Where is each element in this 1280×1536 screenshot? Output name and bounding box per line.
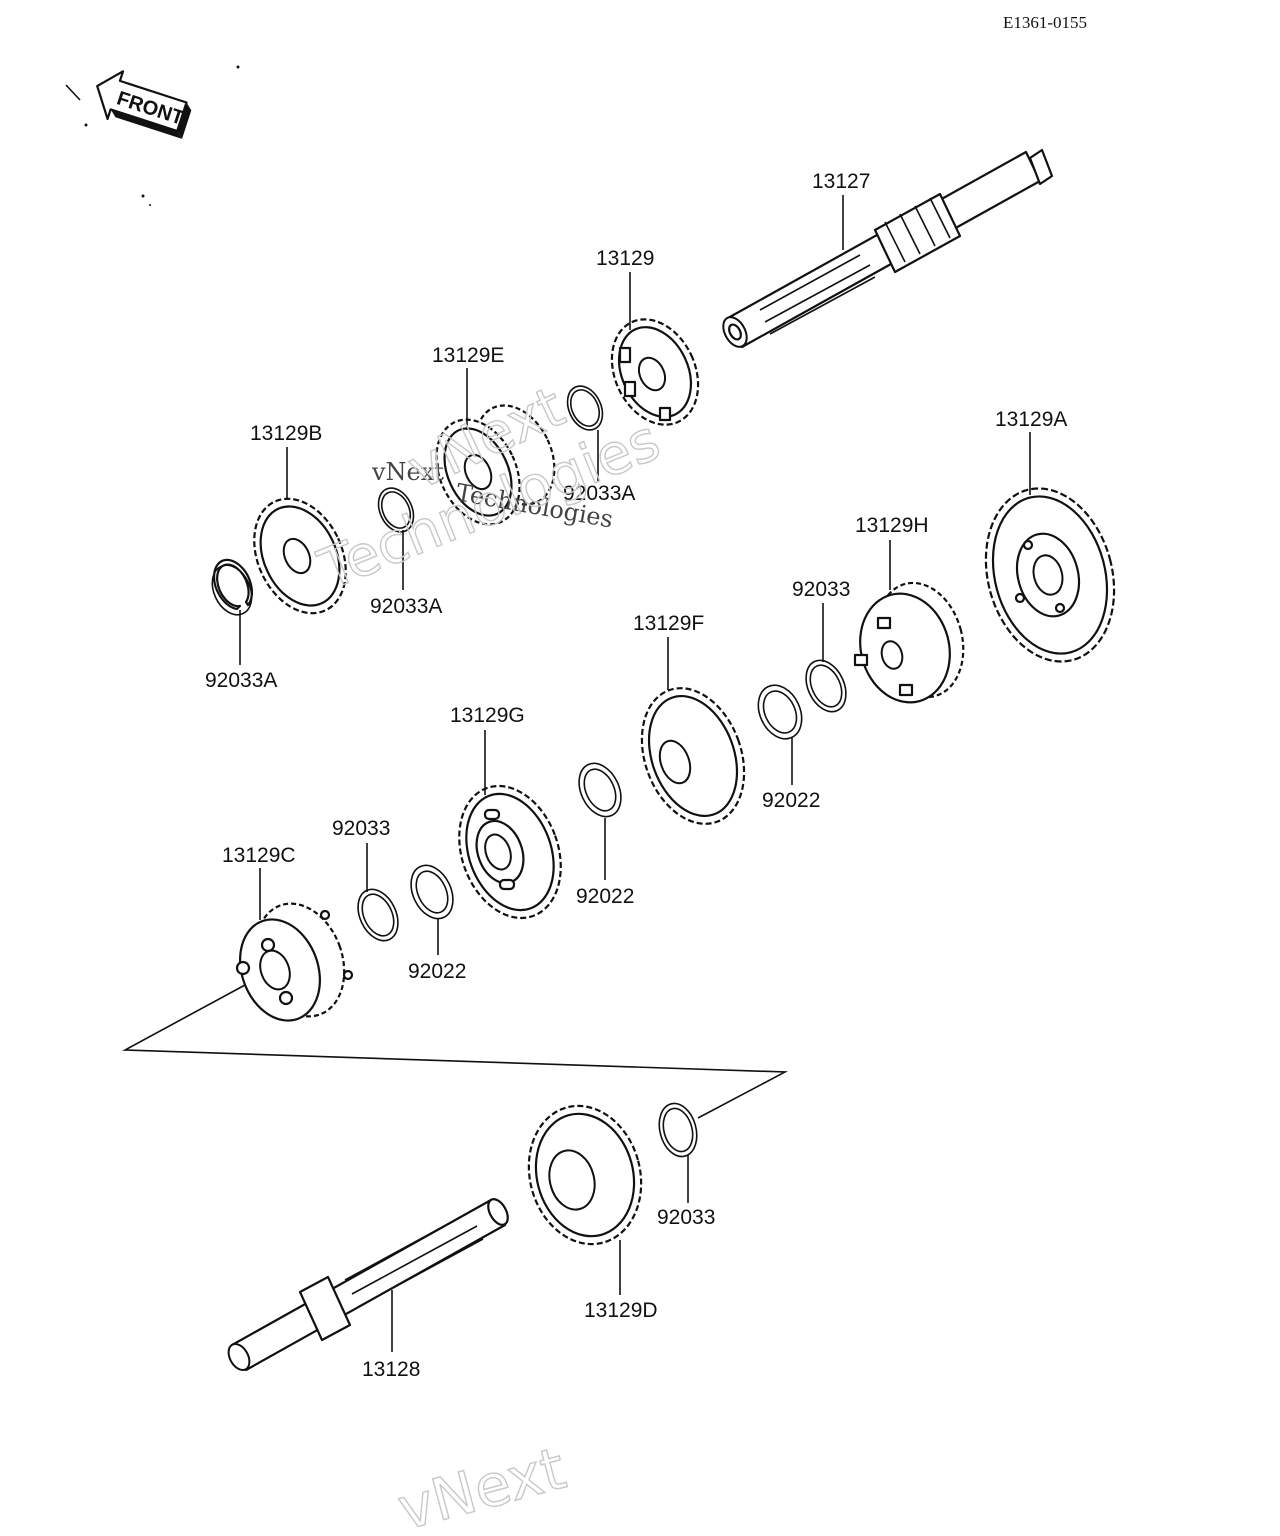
part-labels: 13127 13129 13129E 13129B 13129A 13129H …: [205, 170, 1067, 1381]
shaft-13128: [227, 1198, 509, 1372]
gear-13129E: [435, 404, 556, 526]
shaft-13127: [722, 148, 1054, 349]
label-13129F: 13129F: [633, 612, 704, 635]
reference-code: E1361-0155: [1003, 13, 1087, 32]
label-92033A-1: 92033A: [205, 669, 277, 692]
gear-13129G: [458, 784, 562, 920]
circlip-92033A-3: [566, 385, 604, 431]
circlip-92033A-1: [211, 558, 254, 616]
gear-13129H: [853, 581, 965, 704]
washer-92022-3: [410, 864, 454, 920]
scan-specks: [65, 65, 240, 206]
label-92022-1: 92022: [762, 789, 820, 812]
circlip-92033-3: [658, 1102, 698, 1158]
gear-13129C: [235, 902, 354, 1022]
label-92033-3: 92033: [657, 1206, 715, 1229]
assembly-connector-lines: [122, 984, 789, 1119]
label-92033-2: 92033: [332, 817, 390, 840]
circlip-92033-1: [805, 659, 847, 713]
watermark-brand: vNext: [371, 458, 444, 486]
gear-13129F: [640, 687, 746, 825]
label-92022-3: 92022: [408, 960, 466, 983]
label-13129A: 13129A: [995, 408, 1067, 431]
label-92033A-3: 92033A: [563, 482, 635, 505]
label-13129C: 13129C: [222, 844, 296, 867]
label-13129E: 13129E: [432, 344, 504, 367]
circlip-92033-2: [357, 888, 399, 942]
label-13128: 13128: [362, 1358, 420, 1381]
label-13129G: 13129G: [450, 704, 525, 727]
circlip-92033A-2: [377, 487, 415, 533]
gear-13129A: [984, 487, 1116, 663]
label-92022-2: 92022: [576, 885, 634, 908]
washer-92022-1: [757, 684, 803, 740]
label-92033A-2: 92033A: [370, 595, 442, 618]
gear-13129B: [253, 497, 347, 615]
label-13127: 13127: [812, 170, 870, 193]
label-13129B: 13129B: [250, 422, 322, 445]
leader-lines: [239, 195, 1031, 1352]
label-13129D: 13129D: [584, 1299, 658, 1322]
gear-13129D: [527, 1104, 643, 1246]
gear-13129: [610, 318, 700, 426]
label-13129H: 13129H: [855, 514, 929, 537]
washer-92022-2: [578, 762, 622, 818]
front-arrow-icon: FRONT: [96, 70, 192, 139]
label-92033-1: 92033: [792, 578, 850, 601]
label-13129: 13129: [596, 247, 654, 270]
watermark-brand-bottom: vNext: [391, 1434, 572, 1536]
